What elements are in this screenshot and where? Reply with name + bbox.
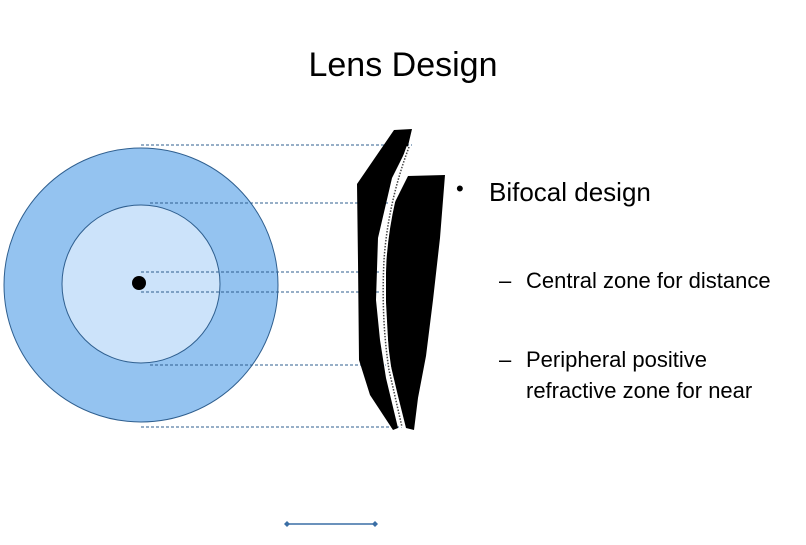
sub-bullet-line: Peripheral positive: [526, 347, 707, 372]
page-title: Lens Design: [308, 46, 498, 84]
sub-dash-2: –: [499, 347, 512, 372]
bullet-marker: •: [456, 176, 464, 201]
sub-bullet-line: refractive zone for near: [526, 378, 753, 403]
sub-dash-1: –: [499, 268, 512, 293]
guide-lines: [141, 144, 412, 428]
bullet-bifocal-design: Bifocal design: [489, 177, 651, 207]
lens-cross-section: [357, 129, 445, 430]
sub-bullet-line: Central zone for distance: [526, 268, 771, 293]
footer-line: [284, 521, 378, 527]
center-dot: [132, 276, 146, 290]
sub-bullet-peripheral-zone: Peripheral positive refractive zone for …: [526, 344, 752, 406]
sub-bullet-central-zone: Central zone for distance: [526, 265, 771, 296]
